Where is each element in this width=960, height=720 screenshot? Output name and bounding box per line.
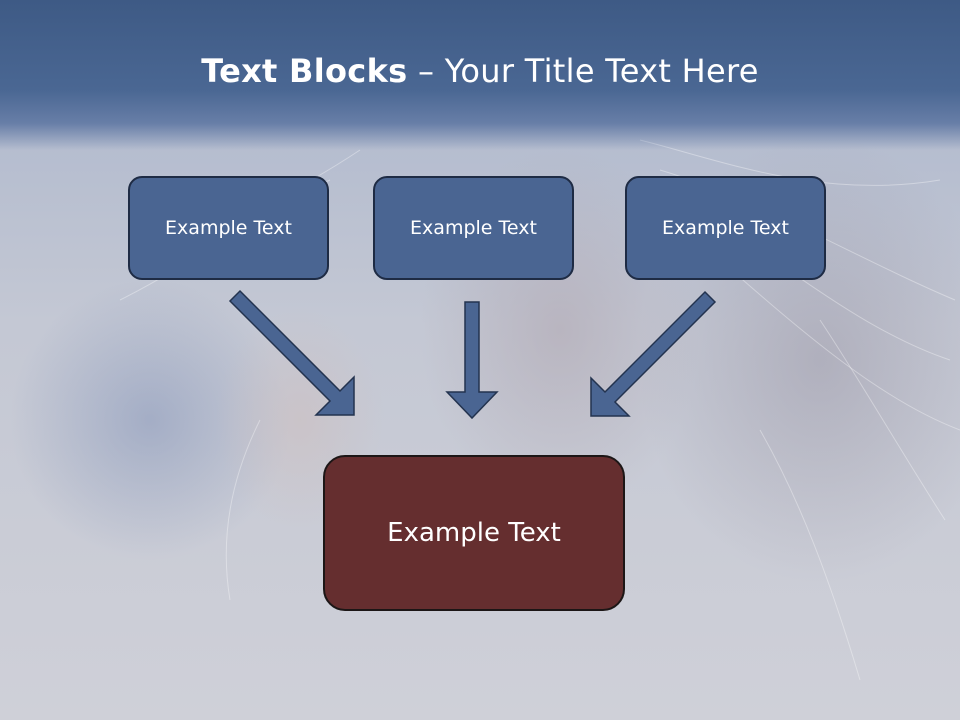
text-block-1-label: Example Text — [165, 217, 292, 239]
text-block-3-label: Example Text — [662, 217, 789, 239]
text-block-2-label: Example Text — [410, 217, 537, 239]
center-text-block[interactable]: Example Text — [323, 455, 625, 611]
title-bold-part: Text Blocks — [201, 52, 408, 90]
arrow-right-to-center — [590, 290, 717, 417]
arrow-left-to-center — [228, 289, 355, 416]
arrow-middle-to-center — [445, 301, 499, 420]
text-block-2[interactable]: Example Text — [373, 176, 574, 280]
text-block-1[interactable]: Example Text — [128, 176, 329, 280]
text-block-3[interactable]: Example Text — [625, 176, 826, 280]
slide-title: Text Blocks – Your Title Text Here — [0, 52, 960, 90]
center-text-block-label: Example Text — [387, 518, 561, 548]
title-rest-part: – Your Title Text Here — [407, 52, 759, 90]
title-band — [0, 0, 960, 150]
